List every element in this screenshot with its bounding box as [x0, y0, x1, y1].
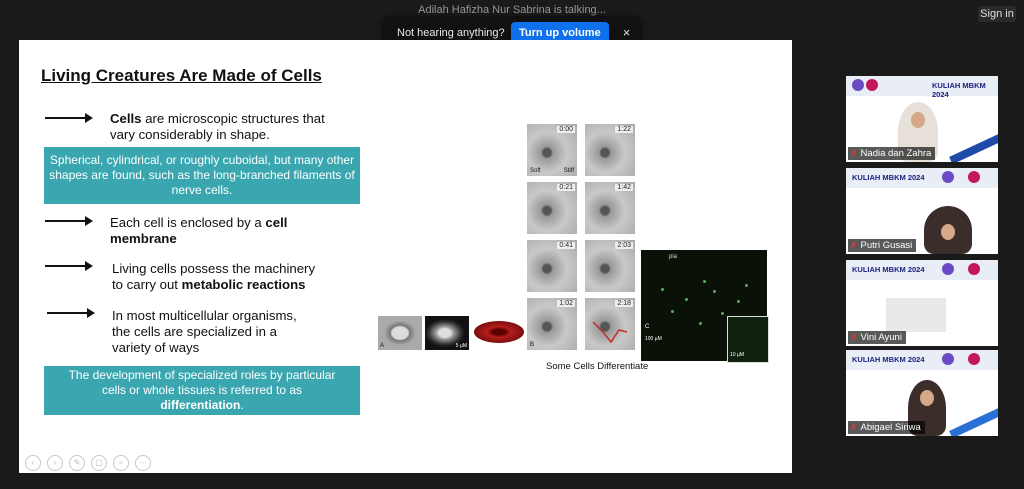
talking-indicator: Adilah Hafizha Nur Sabrina is talking...	[418, 4, 606, 16]
red-blood-cell-image	[474, 321, 524, 343]
bullet-metabolic: Living cells possess the machinery to ca…	[112, 261, 316, 292]
participant-name: ✗Nadia dan Zahra	[848, 147, 936, 160]
timelapse-frame: 1:02 B	[527, 298, 577, 350]
arrow-icon	[47, 308, 95, 318]
participant-face	[941, 224, 955, 240]
cell-trajectory-trace	[592, 321, 628, 344]
figure-c-fluorescence-image: pia C 100 µM 10 µM	[641, 250, 769, 363]
info-box-differentiation: The development of specialized roles by …	[44, 366, 360, 415]
participant-video-tile[interactable]: KULIAH MBKM 2024 ✗Abigael Siriwa	[846, 350, 998, 436]
zoom-icon[interactable]: ⌕	[113, 455, 129, 471]
sign-in-button[interactable]: Sign in	[978, 6, 1016, 22]
timelapse-frame: 0:41	[527, 240, 577, 292]
program-logo-icon	[968, 353, 980, 365]
notification-question: Not hearing anything?	[397, 26, 505, 39]
bullet-membrane: Each cell is enclosed by a cell membrane	[110, 215, 288, 246]
participant-video-tile[interactable]: KULIAH MBKM 2024 ✗Vini Ayuni	[846, 260, 998, 346]
program-logo-icon	[968, 263, 980, 275]
close-icon[interactable]: ×	[622, 25, 631, 40]
arrow-icon	[45, 113, 93, 123]
slide-controls: ‹ › ✎ ▢ ⌕ ⋯	[25, 455, 151, 471]
camera-background	[886, 298, 946, 332]
arrow-icon	[45, 261, 93, 271]
timelapse-frame: 2:03	[585, 240, 635, 292]
figure-c-inset: 10 µM	[727, 316, 769, 363]
previous-slide-icon[interactable]: ‹	[25, 455, 41, 471]
figure-caption: Some Cells Differentiate	[546, 361, 649, 372]
shared-slide: Living Creatures Are Made of Cells Cells…	[19, 40, 792, 473]
participant-face	[911, 112, 925, 128]
figure-a-sem-image: 5 µM	[425, 316, 469, 350]
bullet-cells: Cells are microscopic structures that va…	[110, 111, 325, 142]
university-logo-icon	[942, 353, 954, 365]
participant-name: ✗Putri Gusasi	[848, 239, 917, 252]
timelapse-frame: 0:00 Soft Stiff	[527, 124, 577, 176]
program-logo-icon	[968, 171, 980, 183]
timelapse-frame: 2:18	[585, 298, 635, 350]
muted-mic-icon: ✗	[850, 240, 858, 250]
participant-name: ✗Vini Ayuni	[848, 331, 906, 344]
more-options-icon[interactable]: ⋯	[135, 455, 151, 471]
turn-up-volume-button[interactable]: Turn up volume	[511, 21, 609, 44]
slides-overview-icon[interactable]: ▢	[91, 455, 107, 471]
arrow-icon	[45, 216, 93, 226]
slide-title: Living Creatures Are Made of Cells	[41, 66, 322, 85]
pen-icon[interactable]: ✎	[69, 455, 85, 471]
timelapse-frame: 0:21	[527, 182, 577, 234]
next-slide-icon[interactable]: ›	[47, 455, 63, 471]
participant-video-tile[interactable]: KULIAH MBKM 2024 ✗Nadia dan Zahra	[846, 76, 998, 162]
muted-mic-icon: ✗	[850, 422, 858, 432]
participant-video-tile[interactable]: KULIAH MBKM 2024 ✗Putri Gusasi	[846, 168, 998, 254]
bullet-specialized: In most multicellular organisms, the cel…	[112, 308, 297, 355]
figure-a-cell-image: A	[378, 316, 422, 350]
timelapse-frame: 1:42	[585, 182, 635, 234]
university-logo-icon	[942, 171, 954, 183]
participant-name: ✗Abigael Siriwa	[848, 421, 925, 434]
timelapse-frame: 1:22	[585, 124, 635, 176]
university-logo-icon	[852, 79, 864, 91]
participant-face	[920, 390, 934, 406]
info-box-shapes: Spherical, cylindrical, or roughly cuboi…	[44, 147, 360, 204]
program-logo-icon	[866, 79, 878, 91]
muted-mic-icon: ✗	[850, 332, 858, 342]
university-logo-icon	[942, 263, 954, 275]
muted-mic-icon: ✗	[850, 148, 858, 158]
